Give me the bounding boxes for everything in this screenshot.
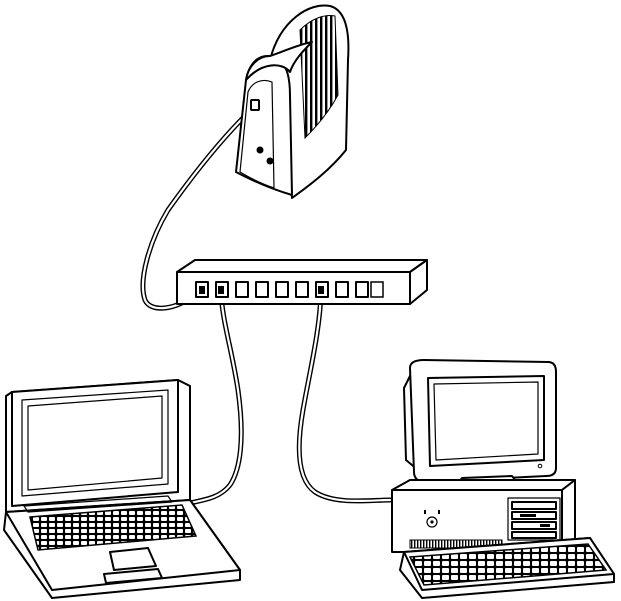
switch-port-5: [276, 282, 288, 297]
cable-switch-to-laptop: [186, 292, 241, 504]
switch-port-4: [256, 282, 268, 297]
modem-icon: [236, 5, 348, 198]
switch-port-3: [236, 282, 248, 297]
switch-port-6: [296, 282, 308, 297]
network-switch-icon: [177, 260, 427, 304]
desktop-computer-icon: [392, 360, 614, 598]
cable-switch-to-desktop: [299, 292, 390, 501]
laptop-icon: [4, 380, 240, 598]
switch-port-9: [356, 282, 368, 297]
switch-port-8: [336, 282, 348, 297]
